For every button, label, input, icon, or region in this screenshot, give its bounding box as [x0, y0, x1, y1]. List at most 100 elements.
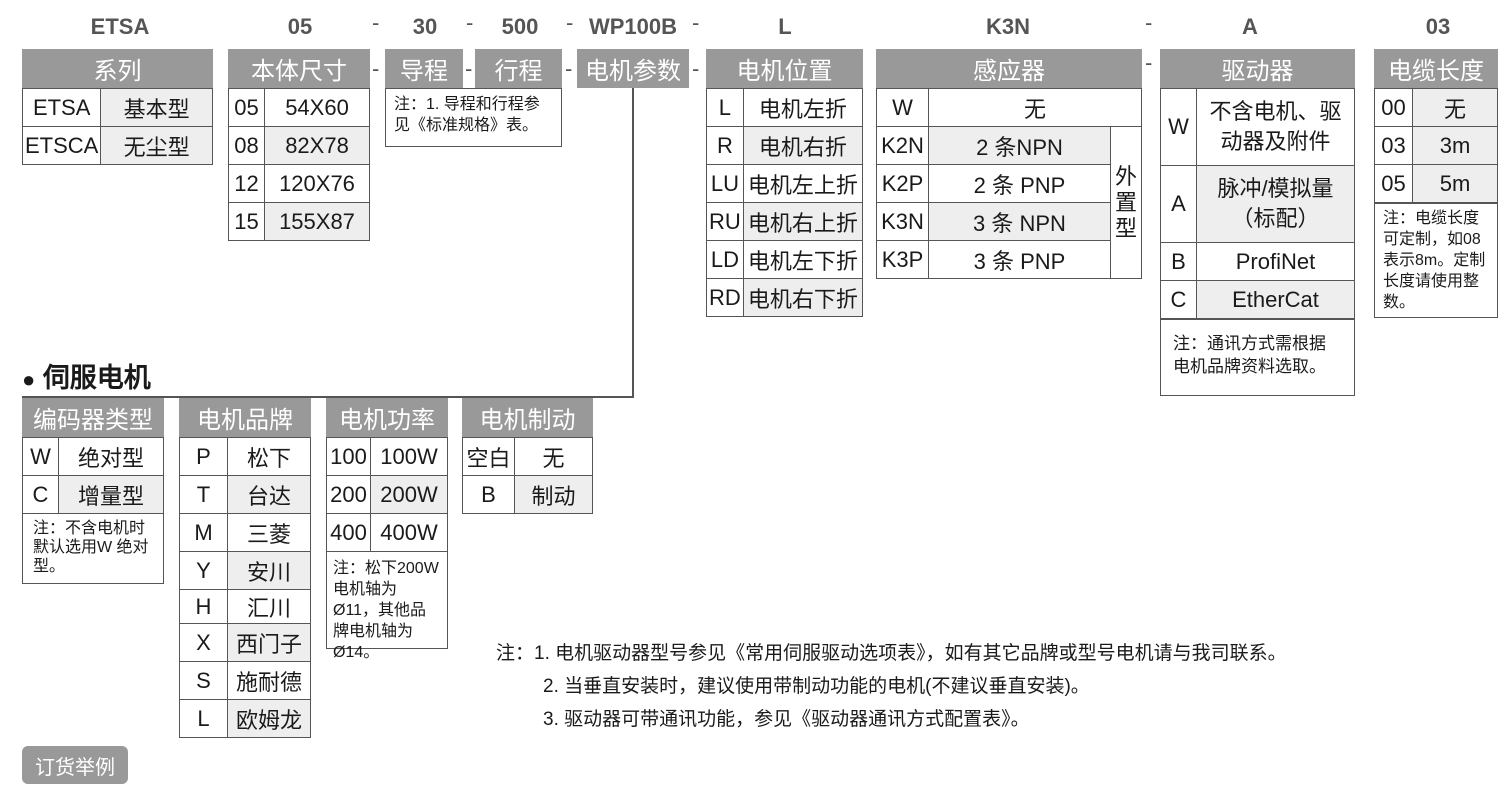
- size-code: 05: [228, 88, 265, 127]
- cable-desc: 无: [1412, 88, 1498, 127]
- size-code: 12: [228, 164, 265, 203]
- pos-desc: 电机右上折: [742, 202, 864, 241]
- cable-code: 03: [1374, 126, 1413, 165]
- code-series: ETSA: [90, 14, 150, 39]
- brand-name: 欧姆龙: [227, 699, 311, 738]
- header-encoder: 编码器类型: [22, 398, 164, 437]
- cable-code: 00: [1374, 88, 1413, 127]
- encoder-note: 注：不含电机时默认选用W 绝对型。: [22, 513, 164, 584]
- brand-code: S: [179, 661, 228, 700]
- power-code: 200: [326, 475, 371, 514]
- series-code: ETSCA: [21, 126, 102, 165]
- code-motor-pos: L: [778, 14, 792, 39]
- header-driver: 驱动器: [1160, 49, 1355, 88]
- sensor-desc: 3 条 PNP: [928, 240, 1111, 279]
- footnote-line: 3. 驱动器可带通讯功能，参见《驱动器通讯方式配置表》。: [543, 709, 1030, 730]
- pos-desc: 电机左上折: [742, 164, 864, 203]
- driver-note: 注：通讯方式需根据电机品牌资料选取。: [1160, 319, 1355, 396]
- dash: -: [372, 10, 380, 35]
- header-brake: 电机制动: [462, 398, 593, 437]
- power-note: 注：松下200W电机轴为Ø11，其他品牌电机轴为Ø14。: [326, 551, 448, 661]
- power-value: 200W: [370, 475, 448, 514]
- brand-code: T: [179, 475, 228, 514]
- header-stroke: 行程: [475, 49, 562, 88]
- series-code: ETSA: [21, 88, 102, 127]
- brand-name: 西门子: [227, 623, 311, 662]
- dash: -: [1145, 50, 1153, 75]
- pos-code: LD: [706, 240, 744, 279]
- brand-name: 安川: [227, 551, 311, 590]
- size-code: 08: [228, 126, 265, 165]
- brand-code: Y: [179, 551, 228, 590]
- header-lead: 导程: [385, 49, 463, 88]
- header-series: 系列: [22, 49, 213, 88]
- code-sensor: K3N: [985, 14, 1030, 39]
- power-value: 100W: [370, 437, 448, 476]
- encoder-code: W: [22, 437, 59, 476]
- header-motor-params: 电机参数: [577, 49, 689, 88]
- pos-desc: 电机左下折: [742, 240, 864, 279]
- sensor-desc: 2 条NPN: [928, 126, 1111, 165]
- brand-code: M: [179, 513, 228, 552]
- code-stroke: 500: [501, 14, 539, 39]
- code-cable: 03: [1425, 14, 1451, 39]
- sensor-code: K2N: [876, 126, 929, 165]
- section-title: ● 伺服电机: [22, 356, 151, 395]
- code-driver: A: [1242, 14, 1258, 39]
- brand-code: L: [179, 699, 228, 738]
- pos-code: RD: [706, 278, 744, 317]
- brand-code: X: [179, 623, 228, 662]
- brand-code: P: [179, 437, 228, 476]
- dash: -: [565, 56, 573, 81]
- pos-code: R: [706, 126, 744, 165]
- dash: -: [372, 56, 380, 81]
- section-title-text: 伺服电机: [42, 363, 151, 393]
- driver-code: C: [1160, 280, 1197, 319]
- power-code: 100: [326, 437, 371, 476]
- dash: -: [692, 56, 700, 81]
- brake-desc: 制动: [514, 475, 593, 514]
- code-size: 05: [287, 14, 313, 39]
- cable-desc: 5m: [1412, 164, 1498, 203]
- power-code: 400: [326, 513, 371, 552]
- sensor-external: 外置型: [1109, 126, 1143, 279]
- header-sensor: 感应器: [876, 49, 1142, 88]
- dash: -: [566, 10, 574, 35]
- header-cable: 电缆长度: [1374, 49, 1498, 88]
- pos-desc: 电机右折: [742, 126, 864, 165]
- encoder-desc: 绝对型: [58, 437, 164, 476]
- header-power: 电机功率: [326, 398, 448, 437]
- size-code: 15: [228, 202, 265, 241]
- code-lead: 30: [412, 14, 438, 39]
- sensor-code: K3N: [876, 202, 929, 241]
- power-value: 400W: [370, 513, 448, 552]
- table-row: 空白无: [462, 437, 593, 476]
- cable-desc: 3m: [1412, 126, 1498, 165]
- header-brand: 电机品牌: [179, 398, 311, 437]
- order-example-tag: 订货举例: [22, 746, 128, 784]
- dash: -: [465, 56, 473, 81]
